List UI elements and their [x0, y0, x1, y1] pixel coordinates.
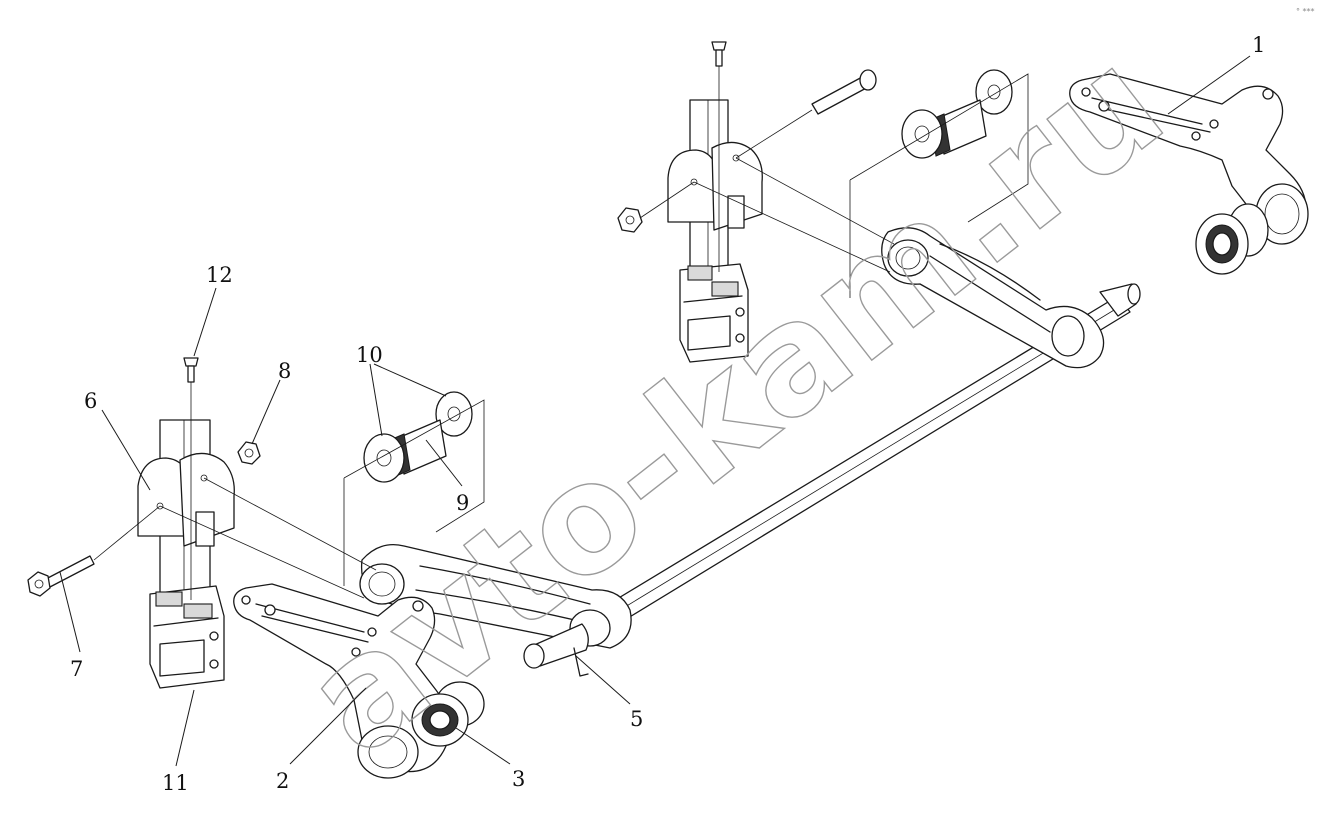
- right-mount-arm: [1069, 73, 1309, 245]
- left-mount-bracket: [137, 419, 235, 689]
- long-bolt-right: [811, 69, 877, 115]
- bushing-set-right: [849, 69, 1029, 298]
- right-mount-bracket: [667, 99, 763, 363]
- right-link-arm: [881, 227, 1105, 369]
- callout-7: 7: [70, 657, 83, 681]
- left-bushing: [411, 681, 485, 747]
- callout-2: 2: [276, 769, 289, 793]
- callout-12: 12: [206, 263, 233, 287]
- callout-10: 10: [356, 343, 383, 367]
- long-bolt-left: [27, 555, 95, 597]
- assembly-axis-lines: [93, 66, 895, 600]
- callout-3: 3: [512, 767, 525, 791]
- nut-left: [237, 441, 261, 465]
- callout-9: 9: [456, 491, 469, 515]
- callout-11: 11: [162, 771, 189, 795]
- stabilizer-bar: [611, 283, 1141, 619]
- top-bolt-left: [183, 357, 199, 383]
- watermark-text: avto-kam.ru: [275, 16, 1195, 788]
- callout-6: 6: [84, 389, 97, 413]
- callout-leaders: [59, 55, 1251, 767]
- corner-mark: ° ***: [1296, 7, 1315, 16]
- top-bolt-right: [711, 41, 727, 67]
- callout-1: 1: [1252, 33, 1265, 57]
- nut-right: [617, 207, 643, 233]
- bushing-set-left: [343, 391, 485, 586]
- callout-5: 5: [630, 707, 643, 731]
- right-bushing: [1195, 203, 1269, 275]
- left-link-arm: [359, 543, 632, 677]
- callout-8: 8: [278, 359, 291, 383]
